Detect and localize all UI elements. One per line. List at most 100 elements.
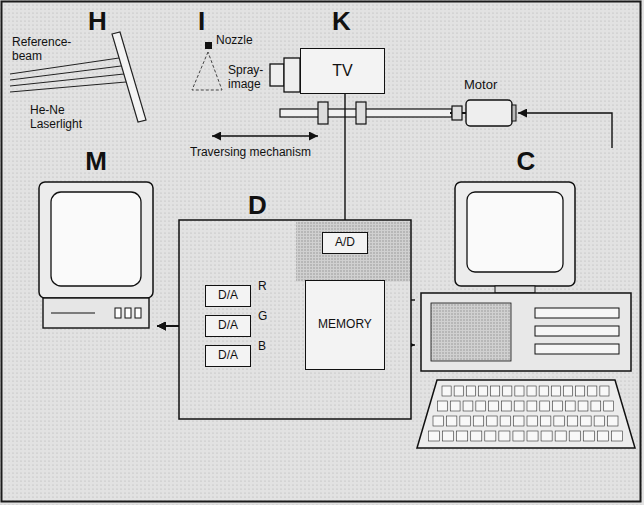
motor-shaft <box>462 112 466 114</box>
keyboard-key <box>527 416 537 426</box>
keyboard-key <box>563 386 572 396</box>
keyboard-key <box>442 386 451 396</box>
processor-panel: DD/AD/AD/AA/DMEMORY <box>178 192 412 420</box>
memory-label: MEMORY <box>318 318 372 331</box>
drive-slot <box>535 326 619 336</box>
beam-label: Reference-beam <box>12 36 84 64</box>
keyboard-key <box>500 416 510 426</box>
converter-label: D/A <box>218 349 238 362</box>
laser-beam <box>10 66 121 80</box>
monitor-slot <box>51 312 95 313</box>
keyboard-key <box>539 386 548 396</box>
keyboard-key <box>567 416 577 426</box>
part-letter: M <box>35 148 157 174</box>
monitor-screen <box>51 192 141 286</box>
keyboard-key <box>555 431 566 441</box>
part-letter: H <box>88 8 107 34</box>
mechanism-label: Traversing mechanism <box>190 146 311 160</box>
computer-monitor-case <box>455 182 575 286</box>
monitor-base <box>43 298 149 328</box>
keyboard-key <box>569 431 580 441</box>
drive-slot <box>535 344 619 354</box>
keyboard-key <box>554 416 564 426</box>
keyboard-key <box>473 416 483 426</box>
nozzle-symbol <box>205 42 212 49</box>
camera-label: TV <box>332 62 352 80</box>
keyboard-key <box>485 431 496 441</box>
keyboard-key <box>515 386 524 396</box>
laser-label: He-Ne Laserlight <box>30 104 100 132</box>
keyboard-key <box>466 386 475 396</box>
rail-clamp <box>356 102 366 124</box>
keyboard-key <box>450 401 460 411</box>
signal-connector <box>344 94 345 232</box>
part-letter: C <box>415 148 637 174</box>
part-letter: K <box>332 8 351 34</box>
motor-cap <box>512 105 516 121</box>
converter-label: D/A <box>218 289 238 302</box>
computer-screen <box>467 192 563 272</box>
keyboard-key <box>588 386 597 396</box>
nozzle-label: Nozzle <box>216 34 253 48</box>
keyboard-key <box>443 431 454 441</box>
monitor-knob <box>125 308 131 318</box>
computer: C <box>415 148 637 468</box>
computer-base <box>421 293 631 371</box>
keyboard-key <box>597 431 608 441</box>
keyboard-key <box>438 401 448 411</box>
rail-clamp <box>318 102 328 124</box>
channel-label: B <box>256 340 268 353</box>
signal-connector <box>518 113 612 148</box>
motor: Motor <box>450 78 518 130</box>
motor-body <box>466 100 512 126</box>
keyboard-key <box>503 386 512 396</box>
keyboard-key <box>527 386 536 396</box>
keyboard-key <box>429 431 440 441</box>
keyboard-key <box>600 386 609 396</box>
converter-box: A/D <box>322 232 368 254</box>
keyboard-key <box>514 401 524 411</box>
keyboard-key <box>581 416 591 426</box>
part-letter: I <box>198 8 205 34</box>
memory-box: MEMORY <box>305 280 385 370</box>
keyboard-key <box>454 386 463 396</box>
converter-label: A/D <box>335 236 355 249</box>
converter-box: D/A <box>205 285 251 307</box>
keyboard-key <box>540 401 550 411</box>
channel-label: R <box>256 280 269 293</box>
video-monitor-drawing <box>35 148 157 333</box>
laser-beam <box>10 82 126 92</box>
keyboard-key <box>471 431 482 441</box>
keyboard-key <box>457 431 468 441</box>
keyboard-key <box>527 401 537 411</box>
computer-drawing <box>415 148 637 468</box>
monitor-case <box>39 182 153 298</box>
keyboard-key <box>551 386 560 396</box>
keyboard-key <box>541 431 552 441</box>
converter-label: D/A <box>218 319 238 332</box>
laser-beam <box>10 74 124 86</box>
motor-label: Motor <box>464 78 518 92</box>
keyboard-key <box>460 416 470 426</box>
keyboard-key <box>491 386 500 396</box>
keyboard-key <box>611 431 622 441</box>
monitor-knob <box>115 308 121 318</box>
keyboard-key <box>446 416 456 426</box>
keyboard-key <box>513 431 524 441</box>
drive-slot <box>535 308 619 318</box>
keyboard-key <box>591 401 601 411</box>
monitor-knob <box>135 308 141 318</box>
camera-lens <box>284 58 300 92</box>
keyboard-key <box>514 416 524 426</box>
keyboard-key <box>608 416 618 426</box>
keyboard-key <box>489 401 499 411</box>
travel-arrow <box>212 135 318 137</box>
keyboard-key <box>433 416 443 426</box>
converter-box: D/A <box>205 345 251 367</box>
keyboard-key <box>583 431 594 441</box>
keyboard-key <box>478 386 487 396</box>
keyboard-key <box>476 401 486 411</box>
hologram-plate <box>112 32 146 122</box>
